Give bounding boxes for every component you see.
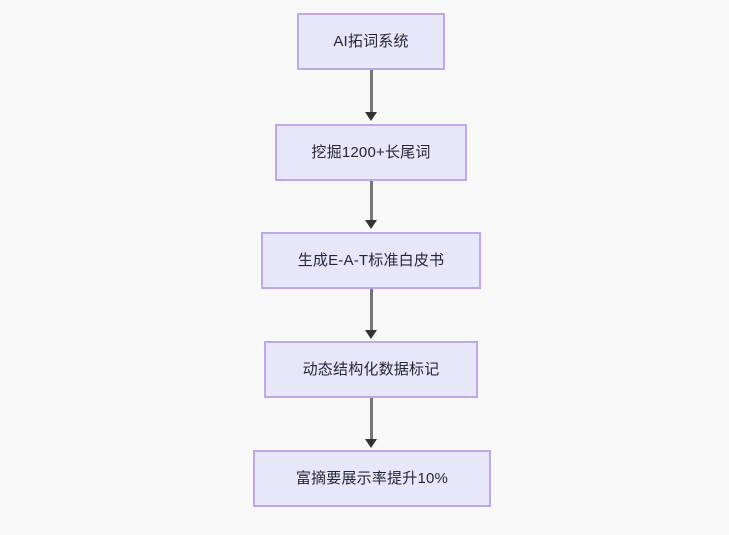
arrowhead-n3-n4 — [365, 330, 377, 339]
flowchart-node-mine-longtail-keywords[interactable]: 挖掘1200+长尾词 — [275, 124, 467, 181]
edge-n3-n4 — [370, 289, 373, 332]
node-label: 挖掘1200+长尾词 — [311, 144, 431, 161]
node-label: AI拓词系统 — [333, 33, 409, 50]
arrowhead-n4-n5 — [365, 439, 377, 448]
flowchart-node-rich-snippet-impression-lift[interactable]: 富摘要展示率提升10% — [253, 450, 491, 507]
flowchart-node-dynamic-structured-data-markup[interactable]: 动态结构化数据标记 — [264, 341, 478, 398]
flowchart-node-ai-keyword-system[interactable]: AI拓词系统 — [297, 13, 445, 70]
node-label: 生成E-A-T标准白皮书 — [297, 252, 445, 269]
arrowhead-n2-n3 — [365, 220, 377, 229]
node-label: 富摘要展示率提升10% — [295, 470, 449, 487]
edge-n4-n5 — [370, 398, 373, 441]
arrowhead-n1-n2 — [365, 112, 377, 121]
flowchart-node-generate-eat-whitepaper[interactable]: 生成E-A-T标准白皮书 — [261, 232, 481, 289]
edge-n1-n2 — [370, 70, 373, 114]
node-label: 动态结构化数据标记 — [302, 361, 440, 378]
edge-n2-n3 — [370, 181, 373, 222]
